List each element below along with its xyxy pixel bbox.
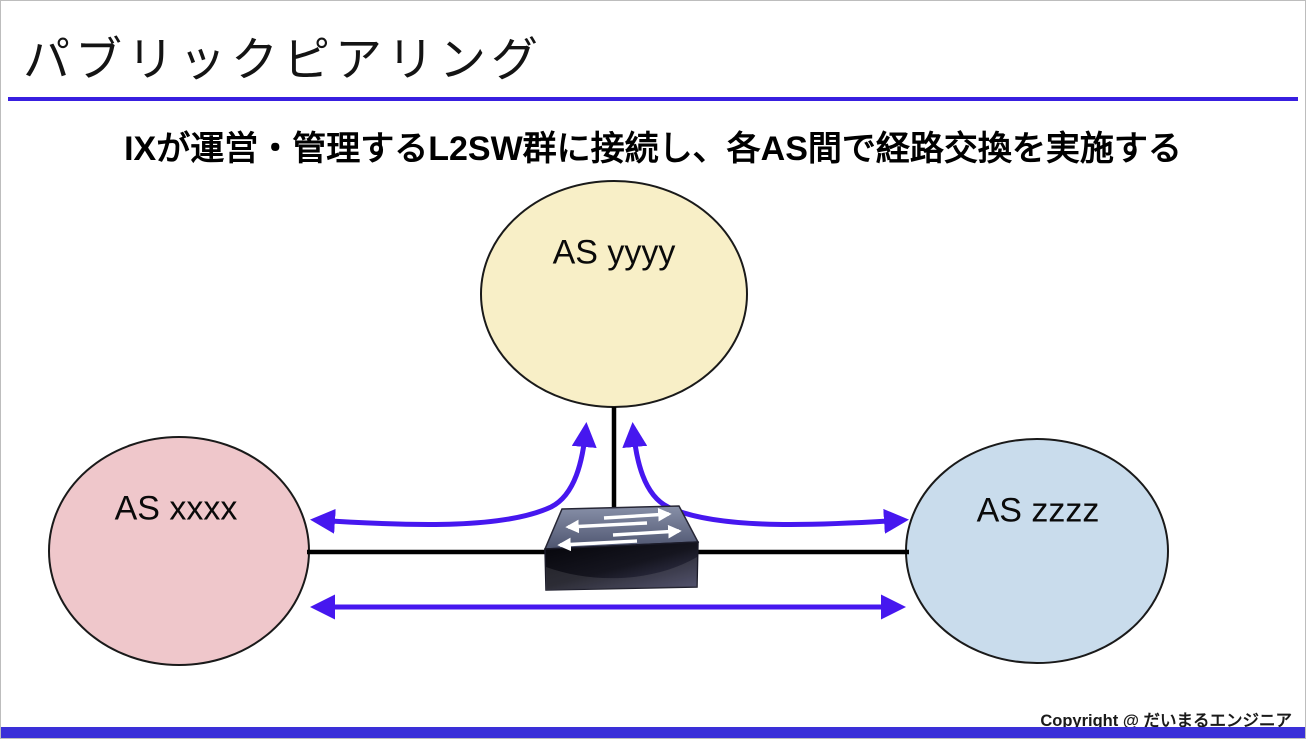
node-as-zzzz xyxy=(905,438,1169,664)
node-label-as-xxxx: AS xxxx xyxy=(114,489,238,528)
route-arrow-left-top xyxy=(310,422,597,534)
route-arrow-right-top xyxy=(622,422,909,534)
page-title: パブリックピアリング xyxy=(23,33,543,86)
node-label-as-yyyy: AS yyyy xyxy=(552,233,676,272)
node-label-as-zzzz: AS zzzz xyxy=(976,491,1100,530)
node-as-yyyy xyxy=(480,180,748,408)
title-divider xyxy=(8,97,1298,101)
node-as-xxxx xyxy=(48,436,310,666)
l2-switch-icon xyxy=(543,505,700,591)
copyright-text: Copyright @ だいまるエンジニア xyxy=(1040,712,1292,730)
footer-accent-bar xyxy=(1,727,1305,738)
slide-subtitle: IXが運営・管理するL2SW群に接続し、各AS間で経路交換を実施する xyxy=(124,130,1182,168)
